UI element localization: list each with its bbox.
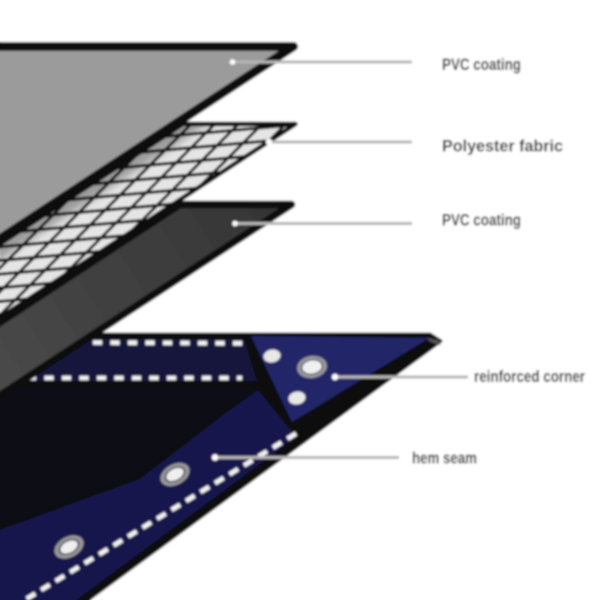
svg-text:PVC coating: PVC coating [442,55,521,74]
svg-text:reinforced corner: reinforced corner [474,367,585,386]
svg-text:Polyester fabric: Polyester fabric [442,137,563,156]
svg-text:hem seam: hem seam [412,449,477,468]
svg-text:PVC coating: PVC coating [442,211,521,230]
